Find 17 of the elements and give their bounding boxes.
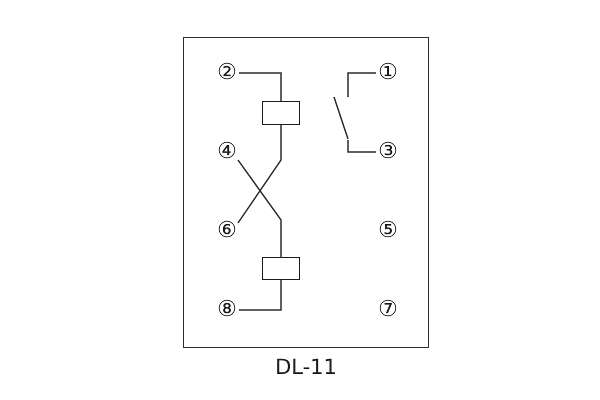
terminal-number: ① — [376, 61, 400, 85]
terminal-number: ② — [215, 61, 239, 85]
terminal-number: ⑤ — [376, 219, 400, 243]
wire — [239, 72, 282, 101]
model-label: DL-11 — [275, 355, 337, 379]
coil-symbol — [262, 101, 300, 125]
wire — [347, 72, 376, 97]
wire — [237, 160, 282, 257]
terminal-number: ⑧ — [215, 298, 239, 322]
wire — [239, 280, 282, 311]
terminal-number: ⑦ — [376, 298, 400, 322]
terminal-number: ④ — [215, 140, 239, 164]
coil-symbol — [262, 257, 300, 280]
wire — [347, 140, 376, 153]
terminal-number: ⑥ — [215, 219, 239, 243]
wire — [237, 125, 282, 224]
terminal-number: ③ — [376, 140, 400, 164]
